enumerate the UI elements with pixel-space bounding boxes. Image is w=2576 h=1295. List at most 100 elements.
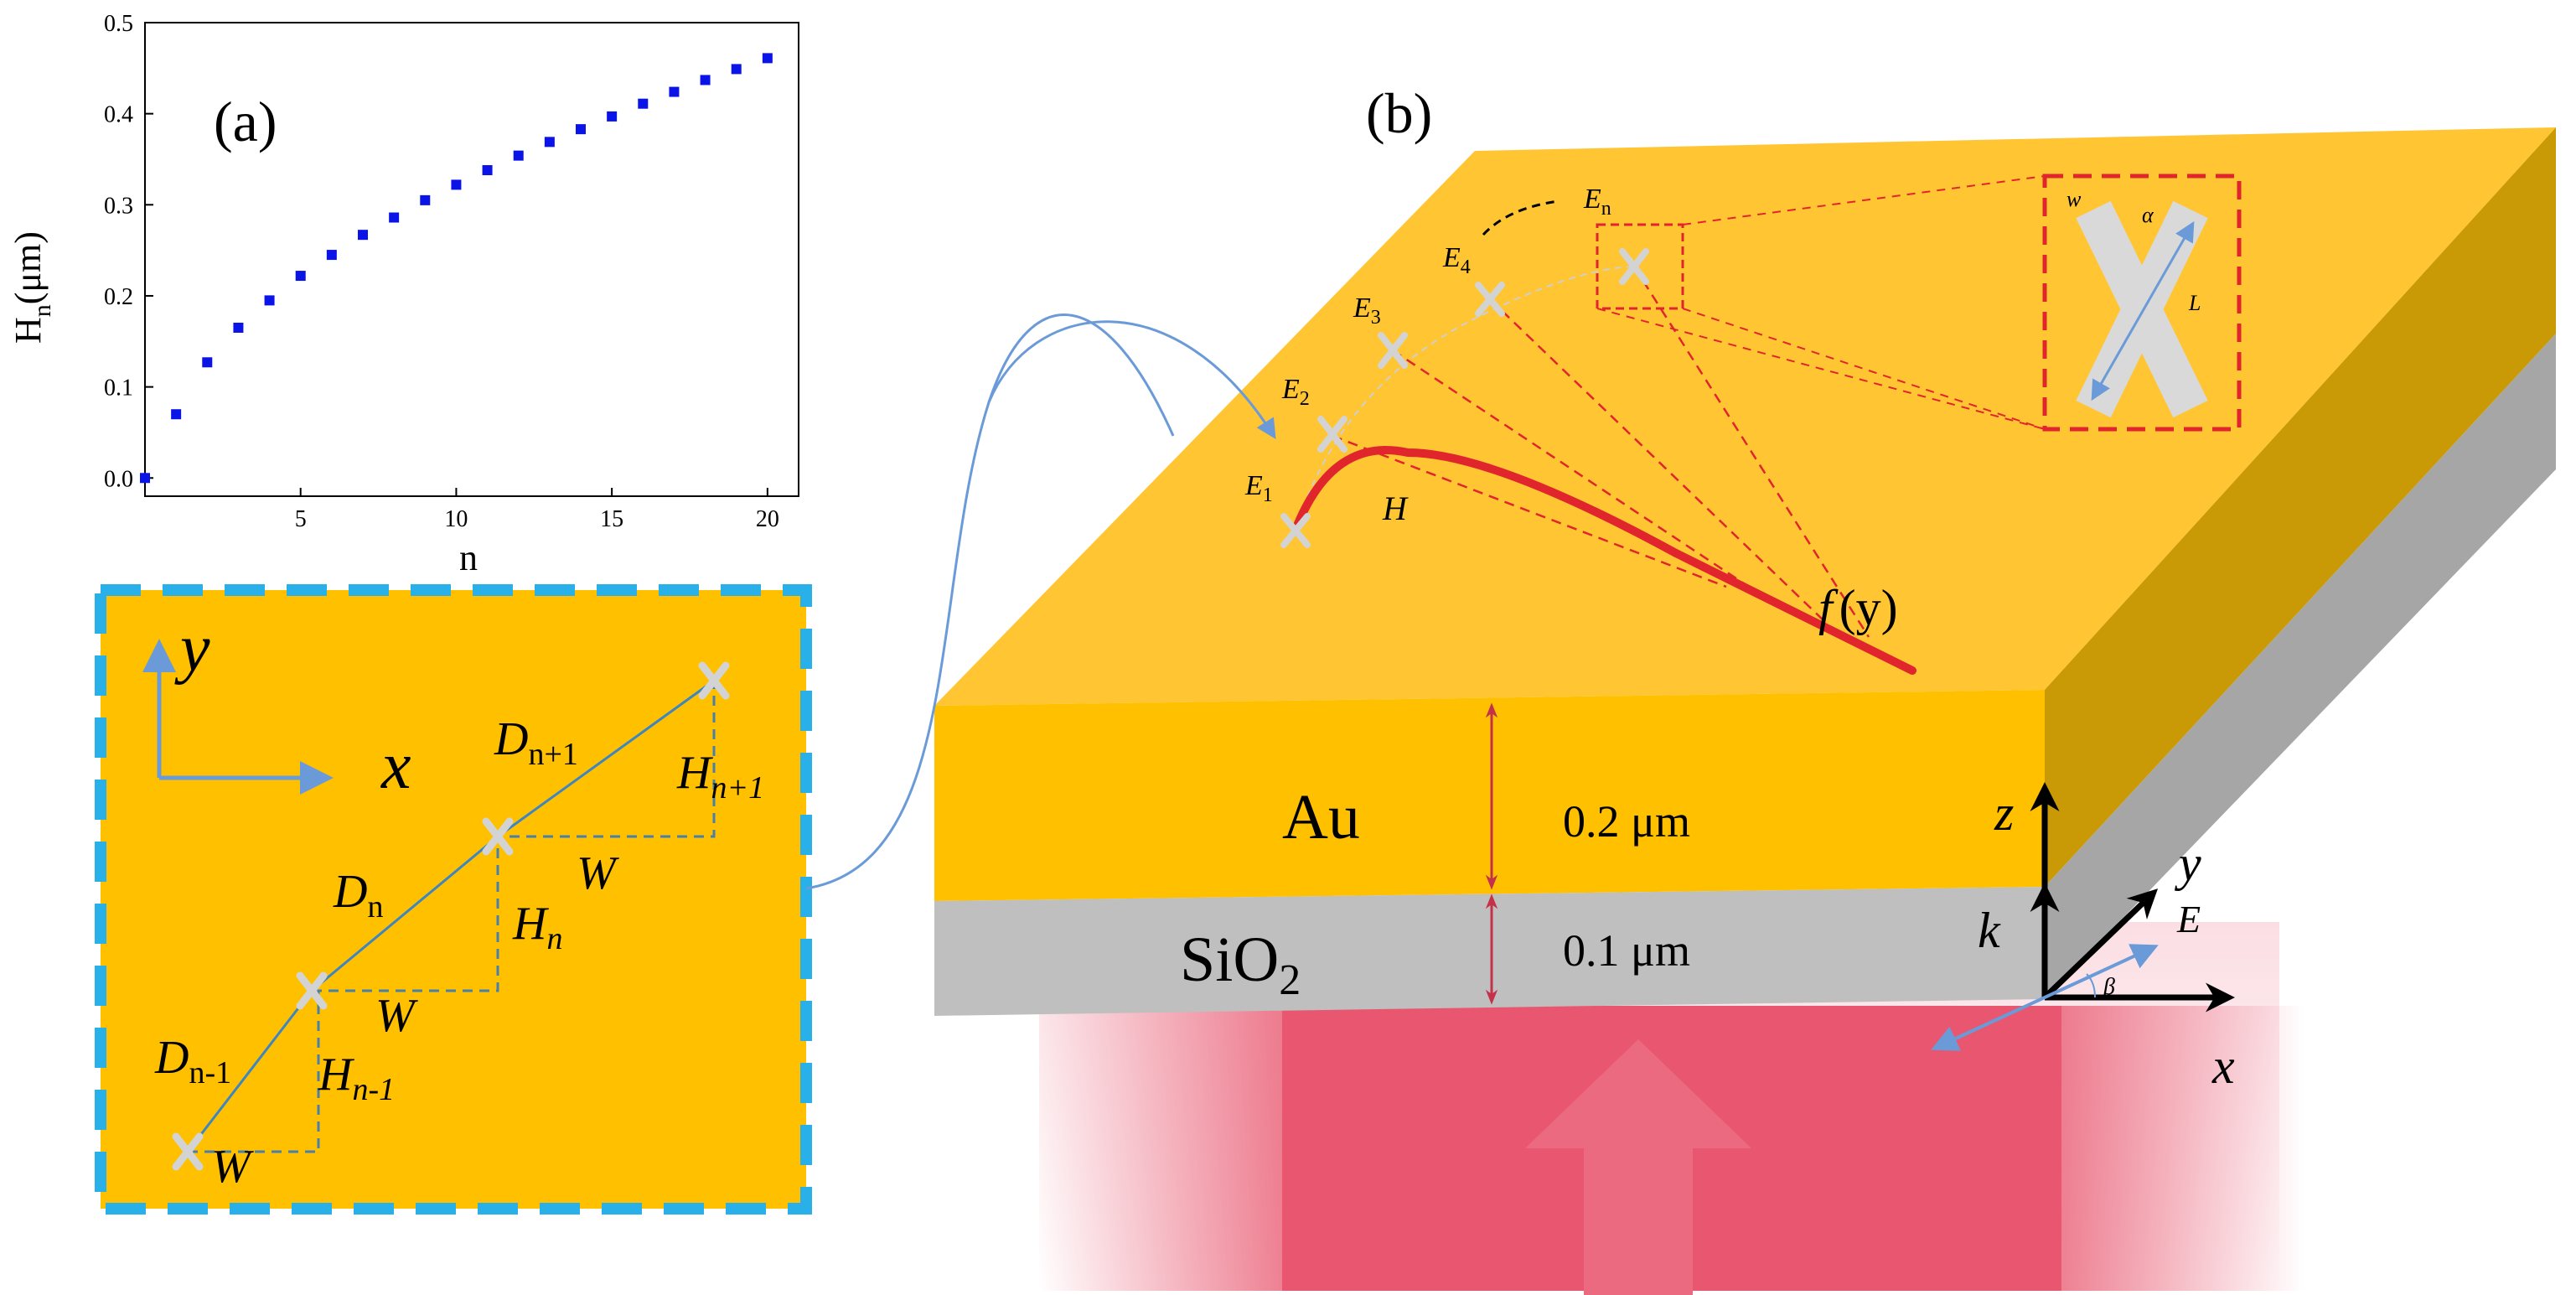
en-label: En	[1583, 184, 1611, 220]
label-w-middle: W	[375, 990, 418, 1042]
label-d-n: Dn	[333, 866, 383, 925]
unit-cell-inset: y x Dn+1 Hn+1 W Dn Hn W Dn-1 Hn-1 W	[95, 584, 812, 1215]
au-sio2-structure: Au SiO2 0.2 μm 0.1 μm (b)	[934, 81, 2556, 1295]
panel-a-label: (a)	[214, 90, 277, 153]
inset-x-marker	[698, 661, 730, 700]
en-label-sub: n	[1601, 198, 1611, 220]
y-tick-label: 0.0	[104, 466, 133, 492]
x-tick-label: 10	[444, 506, 468, 532]
label-h-n-plus-1: Hn+1	[676, 747, 764, 805]
scatter-point	[326, 250, 337, 261]
label-d-n-sub: n	[367, 889, 383, 925]
red-phase-curve	[1291, 445, 1916, 675]
inset-staircase-dashed	[188, 681, 716, 1153]
e2-label-sub: 2	[1300, 388, 1310, 410]
label-h-n-sub: n	[546, 921, 562, 956]
e1-label-main: E	[1244, 470, 1263, 501]
axis-y-label: y	[2174, 836, 2201, 891]
label-d-n-plus-1-sub: n+1	[528, 737, 577, 772]
e2-label-main: E	[1281, 374, 1300, 405]
inset-to-panel-connector	[805, 313, 1175, 890]
x-tick-label: 15	[600, 506, 623, 532]
label-h-n-main: H	[512, 898, 549, 950]
label-h-n-minus-1: Hn-1	[318, 1049, 395, 1107]
scatter-point	[576, 124, 586, 135]
sio2-label: SiO2	[1180, 925, 1301, 1004]
f-y-label-arg: (y)	[1839, 580, 1898, 635]
y-axis-ticks: 0.00.10.20.30.40.5	[104, 11, 153, 492]
x-axis-label: n	[459, 537, 478, 578]
e4-label-main: E	[1442, 242, 1461, 273]
scatter-point	[389, 212, 400, 223]
h-label: H	[1382, 490, 1409, 527]
e-field-arrow	[1931, 944, 2159, 1051]
scatter-point	[513, 150, 524, 161]
scatter-point	[731, 64, 742, 75]
e3-label-sub: 3	[1371, 307, 1381, 329]
e1-label: E1	[1244, 470, 1273, 506]
scatter-point	[451, 179, 462, 190]
e2-marker	[1317, 416, 1347, 453]
label-d-n-plus-1-main: D	[494, 713, 528, 765]
axis-k-label: k	[1978, 903, 2001, 958]
e3-label-main: E	[1353, 293, 1371, 324]
label-h-n-plus-1-sub: n+1	[711, 770, 764, 805]
beta-arc	[2086, 973, 2096, 998]
inset-x-marker	[172, 1132, 204, 1171]
sio2-label-sub: 2	[1279, 956, 1301, 1004]
scatter-point	[264, 295, 275, 306]
zoom-l-label: L	[2188, 291, 2201, 315]
sio2-front-face	[934, 887, 2045, 1016]
axis-beta-label: β	[2103, 974, 2115, 1000]
label-h-n-minus-1-sub: n-1	[352, 1072, 395, 1107]
scatter-point	[140, 473, 150, 484]
axis-z-label: z	[1994, 785, 2014, 841]
au-thickness-label: 0.2 μm	[1563, 796, 1690, 847]
axis-e-label: E	[2176, 898, 2201, 940]
scatter-point	[700, 75, 711, 85]
scatter-point	[544, 137, 555, 148]
scatter-points	[140, 53, 773, 484]
inset-diagonal-line	[186, 679, 715, 1153]
e2-label: E2	[1281, 374, 1310, 410]
scatter-point	[202, 357, 213, 368]
e4-marker	[1475, 282, 1505, 317]
y-tick-label: 0.4	[104, 102, 133, 128]
y-axis-label-main: H	[8, 317, 49, 344]
label-d-n-minus-1-main: D	[154, 1032, 189, 1084]
label-d-n-minus-1-sub: n-1	[189, 1055, 231, 1090]
inset-dashed-border	[95, 584, 812, 1215]
en-label-main: E	[1583, 184, 1601, 215]
e3-label: E3	[1353, 293, 1381, 329]
inset-x-label: x	[380, 729, 411, 803]
axis-x-label: x	[2211, 1039, 2235, 1094]
e4-label: E4	[1442, 242, 1471, 278]
f-y-label: f(y)	[1818, 580, 1898, 635]
au-side-face	[2045, 127, 2556, 887]
scatter-point	[607, 111, 618, 122]
scatter-point	[762, 53, 773, 64]
sio2-thickness-label: 0.1 μm	[1563, 925, 1690, 976]
beam-right-fade	[2061, 1006, 2304, 1291]
y-axis-label-sub: n	[28, 304, 56, 317]
label-h-n-plus-1-main: H	[676, 747, 713, 799]
zoom-alpha-label: α	[2142, 203, 2154, 227]
sio2-side-face	[2045, 334, 2556, 999]
panel-b-label: (b)	[1366, 81, 1432, 145]
zoom-w-label: w	[2066, 187, 2082, 211]
inset-x-marker	[482, 817, 514, 856]
sio2-label-main: SiO	[1180, 925, 1279, 995]
y-axis-label: Hn(μm)	[8, 231, 56, 344]
scatter-point	[669, 86, 680, 97]
chart-frame	[144, 22, 799, 497]
y-tick-label: 0.3	[104, 193, 133, 219]
scatter-point	[295, 271, 306, 282]
continuation-arc	[1482, 199, 1560, 236]
scatter-point	[420, 194, 431, 205]
y-tick-label: 0.5	[104, 11, 133, 37]
y-axis-label-unit: (μm)	[8, 231, 49, 304]
e1-label-sub: 1	[1263, 484, 1273, 506]
scatter-point	[171, 409, 182, 420]
